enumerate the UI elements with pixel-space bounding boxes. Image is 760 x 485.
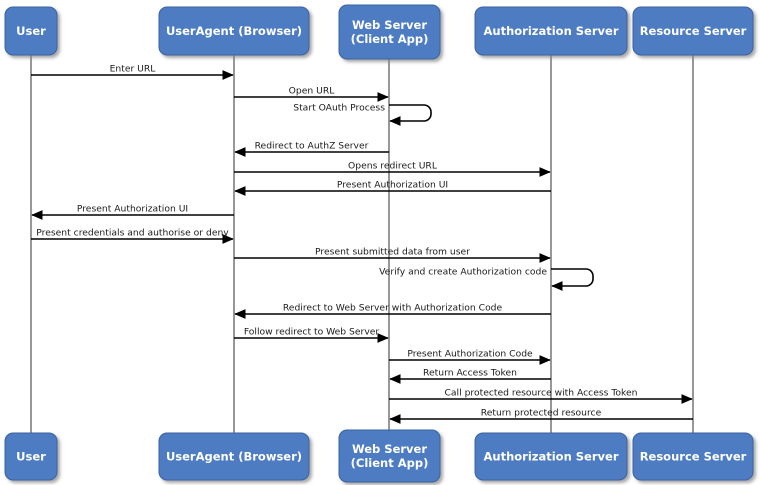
actor-box-shape-authserver[interactable] xyxy=(474,432,628,481)
messages-layer: Enter URL Open URL Start OAuth ProcessRedi… xyxy=(31,64,693,424)
actor-box-user-top[interactable]: User xyxy=(4,6,58,56)
actor-box-shape-webserver[interactable] xyxy=(338,429,441,483)
message-4: Redirect to AuthZ Server xyxy=(234,141,389,157)
actor-label-authserver: Authorization Server xyxy=(484,450,619,464)
message-13: Present Authorization Code xyxy=(389,349,551,365)
actor-label-authserver: Authorization Server xyxy=(484,24,619,38)
message-self-loop-3 xyxy=(389,104,432,126)
actor-box-shape-useragent[interactable] xyxy=(158,432,310,481)
message-label-10: Verify and create Authorization code xyxy=(379,267,547,278)
message-label-13: Present Authorization Code xyxy=(407,349,533,360)
message-label-14: Return Access Token xyxy=(423,368,517,379)
message-5: Opens redirect URL xyxy=(234,161,551,177)
message-9: Present submitted data from user xyxy=(234,247,551,263)
message-label-5: Opens redirect URL xyxy=(348,161,438,172)
actor-box-webserver-bottom[interactable]: Web Server(Client App) xyxy=(338,429,441,483)
actor-box-shape-user[interactable] xyxy=(4,432,58,481)
actor-box-shape-user[interactable] xyxy=(4,6,58,56)
message-2: Open URL xyxy=(234,86,389,102)
actor-box-shape-authserver[interactable] xyxy=(474,6,628,56)
message-label-1: Enter URL xyxy=(110,64,157,75)
actor-box-authserver-top[interactable]: Authorization Server xyxy=(474,6,628,56)
message-16: Return protected resource xyxy=(389,408,693,424)
message-self-loop-10 xyxy=(551,268,594,291)
actor-box-resourceserver-bottom[interactable]: Resource Server xyxy=(632,432,754,481)
actor-label-webserver: (Client App) xyxy=(351,456,429,470)
actor-label-user: User xyxy=(16,450,46,464)
message-label-4: Redirect to AuthZ Server xyxy=(255,141,369,152)
message-6: Present Authorization UI xyxy=(234,180,551,196)
message-label-3: Start OAuth Process xyxy=(293,103,385,114)
message-label-2: Open URL xyxy=(289,86,336,97)
message-1: Enter URL xyxy=(31,64,234,80)
actor-box-webserver-top[interactable]: Web Server(Client App) xyxy=(338,4,441,60)
actor-label-useragent: UserAgent (Browser) xyxy=(166,24,302,38)
message-14: Return Access Token xyxy=(389,368,551,384)
actor-label-webserver: Web Server xyxy=(352,442,427,456)
message-11: Redirect to Web Server with Authorizatio… xyxy=(234,303,551,319)
message-15: Call protected resource with Access Toke… xyxy=(389,388,693,404)
actor-box-useragent-top[interactable]: UserAgent (Browser) xyxy=(158,6,310,56)
actor-label-resourceserver: Resource Server xyxy=(640,450,747,464)
message-12: Follow redirect to Web Server xyxy=(234,327,389,343)
message-3: Start OAuth Process xyxy=(293,103,432,126)
actor-box-resourceserver-top[interactable]: Resource Server xyxy=(632,6,754,56)
actor-box-shape-useragent[interactable] xyxy=(158,6,310,56)
actor-box-shape-resourceserver[interactable] xyxy=(632,432,754,481)
message-label-9: Present submitted data from user xyxy=(315,247,470,258)
message-7: Present Authorization UI xyxy=(31,204,234,220)
message-label-15: Call protected resource with Access Toke… xyxy=(445,388,638,399)
actor-label-resourceserver: Resource Server xyxy=(640,24,747,38)
message-10: Verify and create Authorization code xyxy=(379,267,594,291)
lifelines-layer xyxy=(30,55,694,433)
actor-label-useragent: UserAgent (Browser) xyxy=(166,450,302,464)
message-8: Present credentials and authorise or den… xyxy=(31,228,234,244)
actor-box-useragent-bottom[interactable]: UserAgent (Browser) xyxy=(158,432,310,481)
actor-box-shape-resourceserver[interactable] xyxy=(632,6,754,56)
message-label-12: Follow redirect to Web Server xyxy=(244,327,380,338)
message-label-11: Redirect to Web Server with Authorizatio… xyxy=(283,303,503,314)
actor-label-webserver: Web Server xyxy=(352,18,427,32)
actor-label-webserver: (Client App) xyxy=(351,32,429,46)
actor-box-user-bottom[interactable]: User xyxy=(4,432,58,481)
message-label-6: Present Authorization UI xyxy=(337,180,448,191)
message-label-16: Return protected resource xyxy=(481,408,602,419)
message-label-8: Present credentials and authorise or den… xyxy=(36,228,229,239)
actor-label-user: User xyxy=(16,24,46,38)
message-label-7: Present Authorization UI xyxy=(77,204,188,215)
actor-box-shape-webserver[interactable] xyxy=(338,4,441,60)
actor-box-authserver-bottom[interactable]: Authorization Server xyxy=(474,432,628,481)
